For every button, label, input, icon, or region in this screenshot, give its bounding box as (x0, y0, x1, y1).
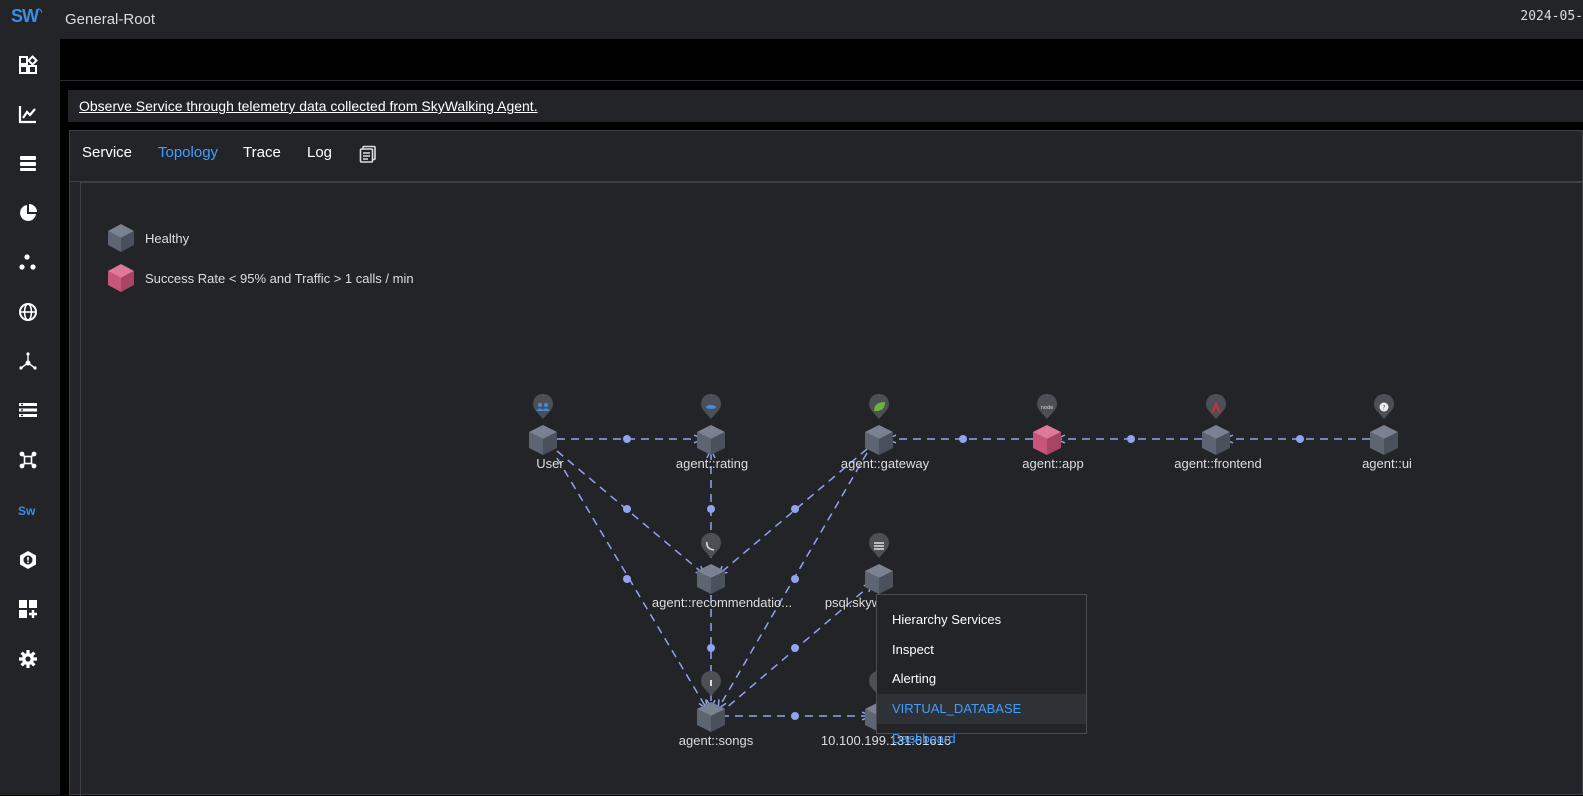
pie-chart-icon[interactable] (18, 203, 38, 223)
skywalking-logo[interactable]: SW◝ (11, 6, 42, 26)
svg-text:Sw: Sw (18, 504, 36, 518)
cluster-icon[interactable] (18, 252, 38, 272)
list-icon[interactable] (18, 400, 38, 420)
node-psql[interactable] (865, 532, 893, 594)
node-context-menu: Hierarchy Services Inspect Alerting VIRT… (876, 594, 1087, 746)
healthy-cube-icon (108, 224, 134, 252)
edge-user-recommendation[interactable] (556, 450, 705, 575)
node-ui[interactable]: ? (1370, 393, 1398, 455)
menu-virtual-database-dashboard[interactable]: VIRTUAL_DATABASE Dashboard (877, 694, 1086, 746)
settings-icon[interactable] (18, 649, 38, 669)
legend-healthy: Healthy (107, 223, 189, 253)
chart-icon[interactable] (18, 104, 38, 124)
skywalking-icon[interactable]: Sw (18, 500, 38, 520)
tab-topology[interactable]: Topology (158, 144, 219, 161)
node-label-app: agent::app (1022, 456, 1084, 471)
menu-inspect[interactable]: Inspect (892, 642, 934, 657)
tab-trace[interactable]: Trace (243, 144, 281, 161)
legend-unhealthy: Success Rate < 95% and Traffic > 1 calls… (107, 263, 414, 293)
description-bar: Observe Service through telemetry data c… (68, 90, 1583, 122)
main-panel: Service Topology Trace Log Healthy Succe… (69, 130, 1583, 796)
phone-icon (706, 541, 715, 551)
tab-log[interactable]: Log (307, 144, 333, 161)
menu-hierarchy-services[interactable]: Hierarchy Services (892, 612, 1002, 627)
unhealthy-cube-icon (108, 264, 134, 292)
topology-graph: node ? (529, 393, 1398, 732)
edge-gateway-recommendation[interactable] (718, 448, 868, 575)
database-icon (874, 542, 884, 550)
sidebar: SW◝ Sw (0, 0, 60, 795)
time-range[interactable]: 2024-05- (1520, 9, 1583, 24)
spring-icon (874, 402, 885, 412)
topology-canvas[interactable]: Healthy Success Rate < 95% and Traffic >… (80, 182, 1583, 796)
browser-icon (1379, 402, 1389, 412)
mesh-icon[interactable] (18, 351, 38, 371)
tab-service[interactable]: Service (82, 144, 133, 161)
node-label-queue: 10.100.199.131:61616 (820, 733, 952, 748)
description-link[interactable]: Observe Service through telemetry data c… (79, 98, 538, 114)
node-label-user: User (536, 456, 564, 471)
database-icon[interactable] (18, 153, 38, 173)
service-icon (710, 680, 712, 686)
legend-healthy-label: Healthy (145, 230, 190, 246)
node-label-frontend: agent::frontend (1174, 456, 1262, 471)
add-widget-icon[interactable] (18, 599, 38, 619)
node-label-ui: agent::ui (1362, 456, 1412, 471)
menu-alerting[interactable]: Alerting (892, 671, 937, 686)
topology-icon[interactable] (18, 450, 38, 470)
node-label-songs: agent::songs (678, 733, 754, 748)
node-rating[interactable] (697, 393, 725, 455)
node-user[interactable] (529, 393, 557, 455)
dashboard-icon[interactable] (18, 55, 38, 75)
alert-icon[interactable] (18, 550, 38, 570)
edge-user-songs[interactable] (556, 457, 707, 709)
tab-bar: Service Topology Trace Log (70, 131, 1582, 182)
node-app[interactable]: node (1033, 393, 1061, 455)
toolbar-area (60, 39, 1583, 81)
node-recommendation[interactable] (697, 532, 725, 594)
copy-icon[interactable] (359, 145, 377, 163)
svg-text:?: ? (1382, 405, 1385, 412)
globe-icon[interactable] (18, 302, 38, 322)
edge-gateway-songs[interactable] (718, 452, 868, 709)
legend-unhealthy-label: Success Rate < 95% and Traffic > 1 calls… (145, 270, 414, 286)
service-icon (706, 405, 716, 409)
node-label-gateway: agent::gateway (840, 456, 930, 471)
node-label-rating: agent::rating (675, 456, 749, 471)
node-label-psql: psql.skyw (824, 595, 882, 610)
header-bar: General-Root 2024-05- (60, 0, 1583, 39)
node-gateway[interactable] (865, 393, 893, 455)
page-title: General-Root (65, 11, 156, 28)
users-icon (536, 403, 550, 411)
node-label-recommendation: agent::recommendatio... (651, 595, 793, 610)
node-songs[interactable] (697, 670, 725, 732)
nodejs-icon: node (1041, 405, 1053, 411)
angular-icon (1211, 402, 1221, 413)
node-frontend[interactable] (1202, 393, 1230, 455)
